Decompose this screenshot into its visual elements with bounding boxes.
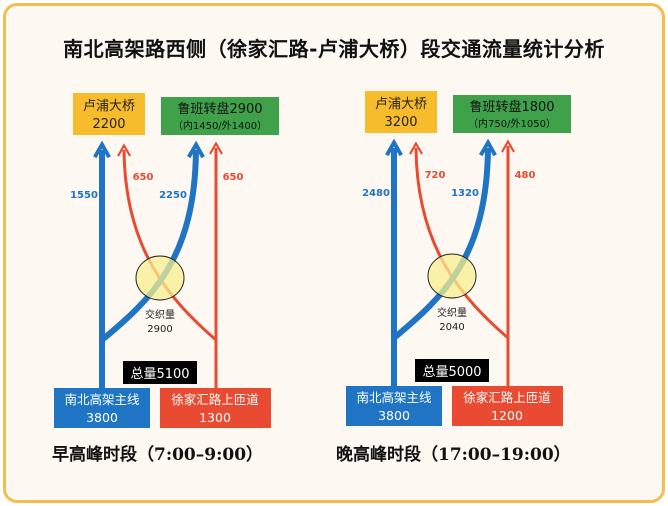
evening-period-label: 晚高峰时段（17:00–19:00） bbox=[336, 445, 571, 465]
lupu-value: 2200 bbox=[92, 117, 125, 132]
total-value: 总量5100 bbox=[130, 367, 189, 382]
ramp-box bbox=[452, 386, 563, 426]
morning-peak-panel: 卢浦大桥 2200 鲁班转盘2900 （内1450/外1400） 交织量 2900 1550… bbox=[54, 93, 279, 428]
weave-label: 交织量 bbox=[145, 308, 175, 321]
page-title: 南北高架路西侧（徐家汇路-卢浦大桥）段交通流量统计分析 bbox=[63, 37, 605, 61]
ramp-value: 1300 bbox=[199, 410, 231, 425]
luban-detail: （内750/外1050） bbox=[468, 117, 556, 130]
flow-label-ramp-lupu: 720 bbox=[425, 170, 446, 181]
flow-label-ramp-luban: 650 bbox=[223, 172, 244, 183]
flow-label-main-luban: 1320 bbox=[451, 188, 479, 199]
luban-name: 鲁班转盘2900 bbox=[177, 101, 262, 117]
main-line-value: 3800 bbox=[86, 410, 118, 425]
weave-value: 2040 bbox=[439, 322, 464, 333]
ramp-value: 1200 bbox=[491, 408, 523, 423]
lupu-value: 3200 bbox=[384, 115, 417, 130]
main-line-box bbox=[346, 386, 442, 426]
weave-label: 交织量 bbox=[437, 306, 467, 319]
morning-period-label: 早高峰时段（7:00–9:00） bbox=[52, 445, 264, 465]
lupu-box bbox=[73, 93, 145, 135]
flow-label-ramp-luban: 480 bbox=[515, 170, 536, 181]
lupu-box bbox=[365, 91, 437, 133]
main-line-name: 南北高架主线 bbox=[356, 390, 432, 405]
ramp-name: 徐家汇路上匝道 bbox=[463, 390, 551, 405]
main-line-value: 3800 bbox=[378, 408, 410, 423]
luban-box bbox=[453, 95, 571, 133]
flow-label-main-luban: 2250 bbox=[159, 190, 187, 201]
total-box bbox=[123, 361, 197, 384]
weave-zone bbox=[427, 253, 477, 299]
weave-value: 2900 bbox=[147, 324, 172, 335]
main-line-name: 南北高架主线 bbox=[64, 392, 140, 407]
luban-box bbox=[161, 97, 279, 135]
flow-label-main-lupu: 2480 bbox=[362, 188, 390, 199]
lupu-name: 卢浦大桥 bbox=[375, 96, 427, 112]
lupu-name: 卢浦大桥 bbox=[83, 98, 135, 114]
total-box bbox=[415, 359, 489, 382]
ramp-name: 徐家汇路上匝道 bbox=[171, 392, 259, 407]
evening-peak-panel: 卢浦大桥 3200 鲁班转盘1800 （内750/外1050） 交织量 2040 2480 7… bbox=[346, 91, 571, 426]
flow-label-ramp-lupu: 650 bbox=[133, 172, 154, 183]
main-line-box bbox=[54, 388, 150, 428]
luban-detail: （内1450/外1400） bbox=[173, 119, 267, 132]
weave-zone bbox=[135, 255, 185, 301]
ramp-box bbox=[160, 388, 271, 428]
total-value: 总量5000 bbox=[422, 365, 481, 380]
flow-label-main-lupu: 1550 bbox=[70, 190, 98, 201]
luban-name: 鲁班转盘1800 bbox=[469, 99, 554, 115]
